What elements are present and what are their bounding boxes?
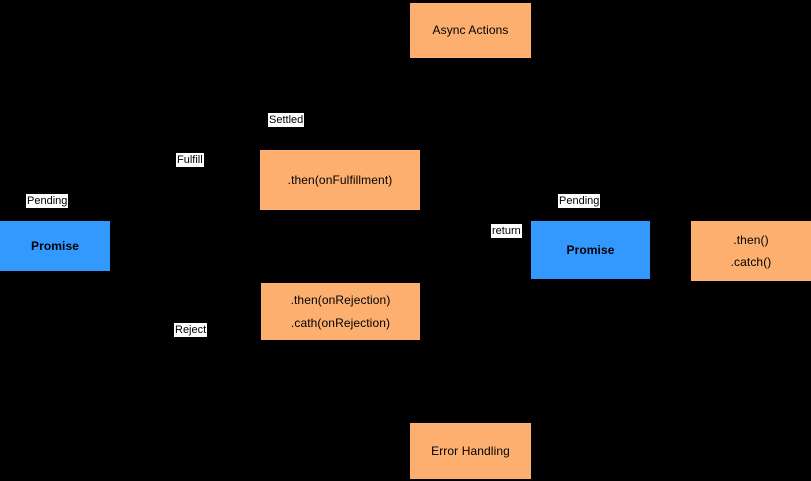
node-rejection-handlers-label-line-2: .cath(onRejection) [290,315,391,330]
edge-label-settled: Settled [268,113,305,127]
node-promise-left[interactable]: Promise [0,221,110,271]
edge-label-pending-right-text: Pending [559,195,600,207]
edge-label-pending-left-text: Pending [27,195,68,207]
edge-label-pending-right: Pending [558,194,601,208]
edge-label-reject-text: Reject [175,324,207,336]
node-then-on-fulfillment-label: .then(onFulfillment) [287,172,393,187]
node-error-handling-label: Error Handling [431,443,510,458]
node-rejection-handlers-label-line-1: .then(onRejection) [290,293,391,308]
edge-label-fulfill-text: Fulfill [177,154,203,166]
node-promise-left-label: Promise [30,238,80,253]
node-async-actions-label: Async Actions [432,23,509,38]
node-rejection-handlers[interactable]: .then(onRejection) .cath(onRejection) [261,283,420,340]
edge-label-pending-left: Pending [26,194,69,208]
edge-label-fulfill: Fulfill [176,153,204,167]
node-async-actions[interactable]: Async Actions [410,3,531,58]
node-promise-right-label: Promise [566,242,615,257]
node-error-handling[interactable]: Error Handling [410,423,531,479]
node-then-catch-label-line-1: .then() [733,232,769,247]
edge-label-settled-text: Settled [269,114,304,126]
node-then-catch[interactable]: .then() .catch() [691,221,811,281]
node-promise-right[interactable]: Promise [531,221,650,279]
node-then-catch-label-line-2: .catch() [730,255,772,269]
edge-label-return-text: return [492,225,521,237]
node-then-on-fulfillment[interactable]: .then(onFulfillment) [260,150,420,210]
edge-label-reject: Reject [174,323,208,337]
edge-label-return: return [491,224,522,238]
